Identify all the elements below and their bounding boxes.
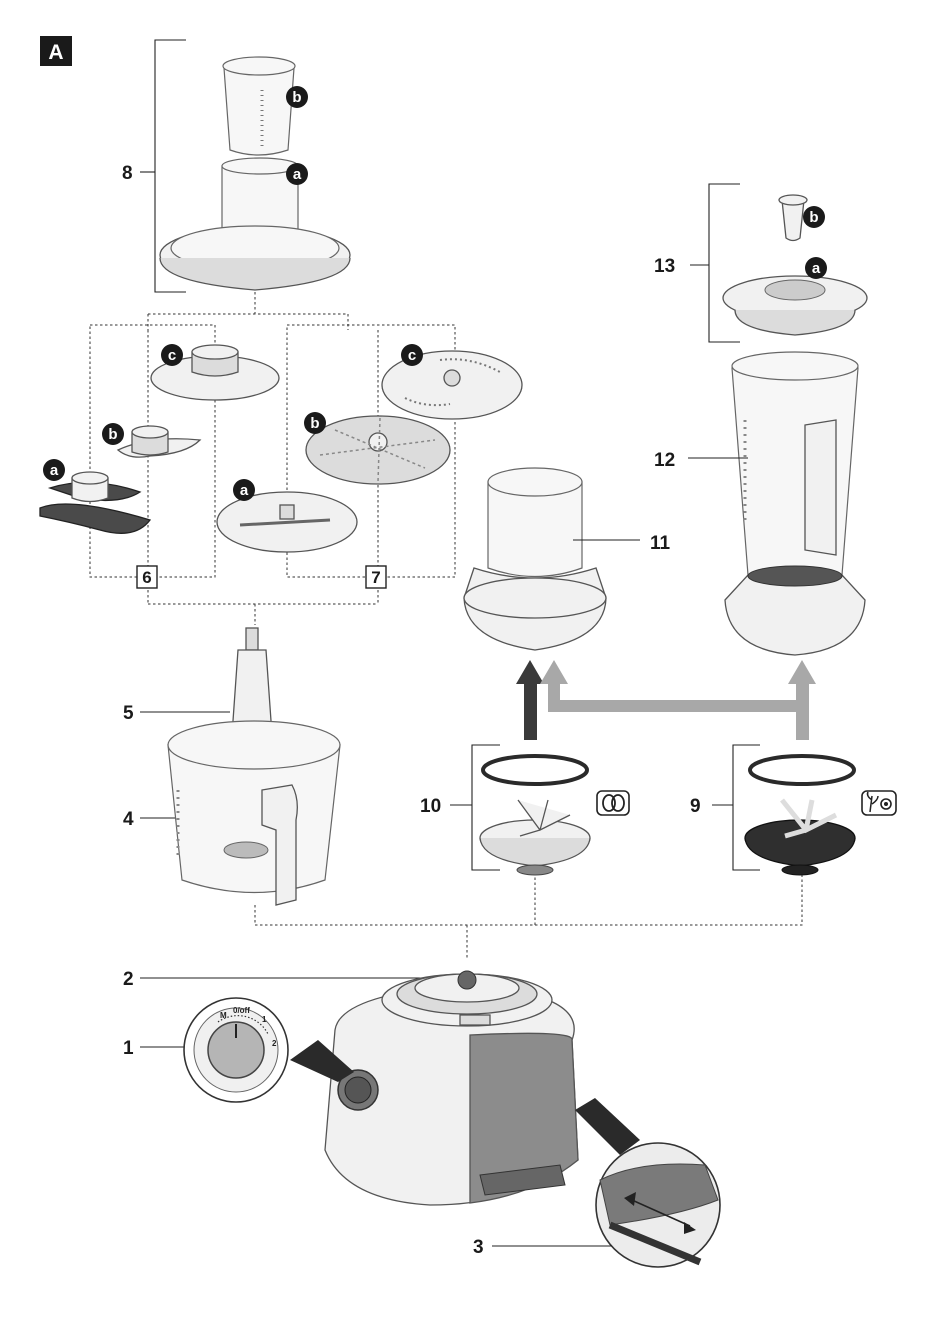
svg-text:b: b bbox=[108, 426, 117, 443]
svg-text:b: b bbox=[310, 415, 319, 432]
measuring-cap bbox=[779, 195, 807, 241]
label-9: 9 bbox=[690, 796, 701, 817]
label-10: 10 bbox=[420, 796, 441, 817]
svg-text:a: a bbox=[240, 482, 249, 499]
badge-6b: b bbox=[102, 423, 124, 445]
badge-7a: a bbox=[233, 479, 255, 501]
badge-6c: c bbox=[161, 344, 183, 366]
arrow-light-9-to-11-12 bbox=[540, 660, 816, 740]
svg-text:6: 6 bbox=[142, 568, 151, 587]
badge-8b: b bbox=[286, 86, 308, 108]
svg-text:a: a bbox=[50, 462, 59, 479]
callout-beam-cord bbox=[575, 1098, 640, 1155]
feed-tube-pusher bbox=[223, 57, 295, 155]
dial-mark-1: 1 bbox=[262, 1015, 267, 1024]
label-box-6: 6 bbox=[137, 566, 157, 588]
label-13: 13 bbox=[654, 256, 675, 277]
blender-jug bbox=[725, 352, 865, 655]
figure-label: A bbox=[40, 36, 72, 66]
label-box-7: 7 bbox=[366, 566, 386, 588]
label-5: 5 bbox=[123, 703, 134, 724]
label-3: 3 bbox=[473, 1237, 484, 1258]
bowl-lid bbox=[160, 226, 350, 290]
svg-text:A: A bbox=[48, 41, 63, 64]
badge-7c: c bbox=[401, 344, 423, 366]
badge-7b: b bbox=[304, 412, 326, 434]
label-2: 2 bbox=[123, 969, 134, 990]
whisk-6b bbox=[118, 426, 200, 457]
badge-13b: b bbox=[803, 206, 825, 228]
label-11: 11 bbox=[650, 533, 671, 554]
dial-mark-off: 0/off bbox=[233, 1006, 250, 1015]
svg-text:7: 7 bbox=[371, 568, 380, 587]
label-8: 8 bbox=[122, 163, 133, 184]
dial-mark-2: 2 bbox=[272, 1039, 277, 1048]
label-1: 1 bbox=[123, 1038, 134, 1059]
svg-text:a: a bbox=[812, 260, 821, 277]
grind-icon bbox=[597, 791, 629, 815]
blender-blade-unit bbox=[745, 800, 855, 875]
badge-8a: a bbox=[286, 163, 308, 185]
cord-storage-zoom bbox=[596, 1143, 720, 1267]
dial-mark-m: M bbox=[220, 1011, 227, 1020]
label-4: 4 bbox=[123, 809, 134, 830]
jug-lid bbox=[723, 276, 867, 335]
disc-7a bbox=[217, 492, 357, 552]
badge-13a: a bbox=[805, 257, 827, 279]
seal-ring-10 bbox=[483, 756, 587, 784]
disc-7b bbox=[306, 416, 450, 484]
arrow-dark-10-to-11 bbox=[516, 660, 544, 740]
mixing-bowl bbox=[168, 721, 340, 905]
knife-6a bbox=[40, 472, 150, 533]
svg-text:c: c bbox=[168, 347, 176, 364]
grinder-cup bbox=[464, 468, 606, 650]
svg-text:b: b bbox=[809, 209, 818, 226]
label-12: 12 bbox=[654, 450, 675, 471]
svg-text:c: c bbox=[408, 347, 416, 364]
herb-icon bbox=[862, 791, 896, 815]
svg-text:b: b bbox=[292, 89, 301, 106]
seal-ring-9 bbox=[750, 756, 854, 784]
grinder-blade-unit bbox=[480, 800, 590, 875]
badge-6a: a bbox=[43, 459, 65, 481]
svg-text:a: a bbox=[293, 166, 302, 183]
